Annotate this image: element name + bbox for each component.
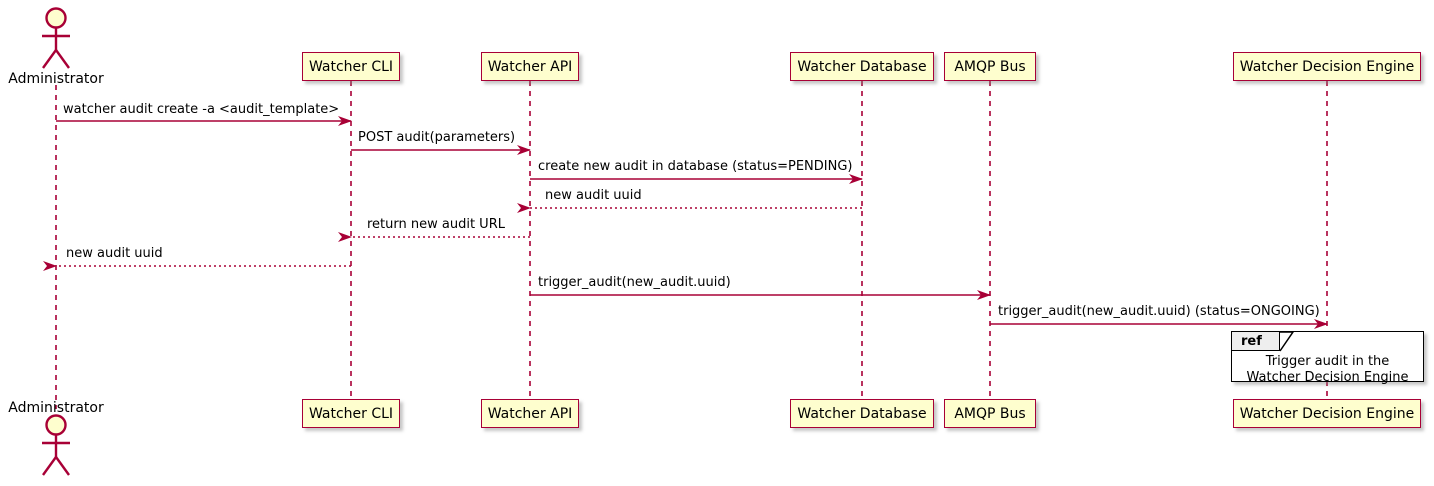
message-label-8: trigger_audit(new_audit.uuid) (status=ON…	[998, 304, 1320, 319]
message-label-7: trigger_audit(new_audit.uuid)	[538, 275, 731, 290]
participant-label: AMQP Bus	[954, 58, 1026, 75]
fragment-tab-corner-icon	[1279, 332, 1294, 352]
participant-amqp-bus-bottom: AMQP Bus	[944, 399, 1036, 428]
message-label-6: new audit uuid	[66, 246, 163, 261]
participant-watcher-api-bottom: Watcher API	[481, 399, 579, 428]
participant-watcher-database-bottom: Watcher Database	[790, 399, 934, 428]
participant-watcher-cli-top: Watcher CLI	[302, 52, 400, 81]
fragment-operator-tab	[1232, 332, 1280, 351]
participant-amqp-bus-top: AMQP Bus	[944, 52, 1036, 81]
participant-watcher-api-top: Watcher API	[481, 52, 579, 81]
participant-label: AMQP Bus	[954, 405, 1026, 422]
message-label-2: POST audit(parameters)	[358, 130, 516, 145]
participant-label: Watcher Database	[797, 405, 927, 422]
message-label-1: watcher audit create -a <audit_template>	[63, 102, 340, 117]
participant-decision-engine-bottom: Watcher Decision Engine	[1233, 399, 1421, 428]
actor-administrator-label-bottom: Administrator	[8, 400, 104, 416]
participant-watcher-cli-bottom: Watcher CLI	[302, 399, 400, 428]
participant-label: Watcher CLI	[308, 405, 394, 422]
message-label-3: create new audit in database (status=PEN…	[538, 159, 853, 174]
message-label-4: new audit uuid	[545, 188, 642, 203]
fragment-body-line: Watcher Decision Engine	[1246, 370, 1409, 385]
fragment-body-line: Trigger audit in the	[1265, 354, 1390, 369]
participant-label: Watcher Decision Engine	[1239, 405, 1415, 422]
participant-label: Watcher API	[487, 58, 573, 75]
participant-label: Watcher CLI	[308, 58, 394, 75]
participant-label: Watcher Database	[797, 58, 927, 75]
actor-administrator-label-top: Administrator	[8, 71, 104, 87]
participant-label: Watcher Decision Engine	[1239, 58, 1415, 75]
participant-label: Watcher API	[487, 405, 573, 422]
fragment-operator-label: ref	[1241, 334, 1262, 349]
participant-decision-engine-top: Watcher Decision Engine	[1233, 52, 1421, 81]
participant-watcher-database-top: Watcher Database	[790, 52, 934, 81]
message-label-5: return new audit URL	[367, 217, 505, 232]
